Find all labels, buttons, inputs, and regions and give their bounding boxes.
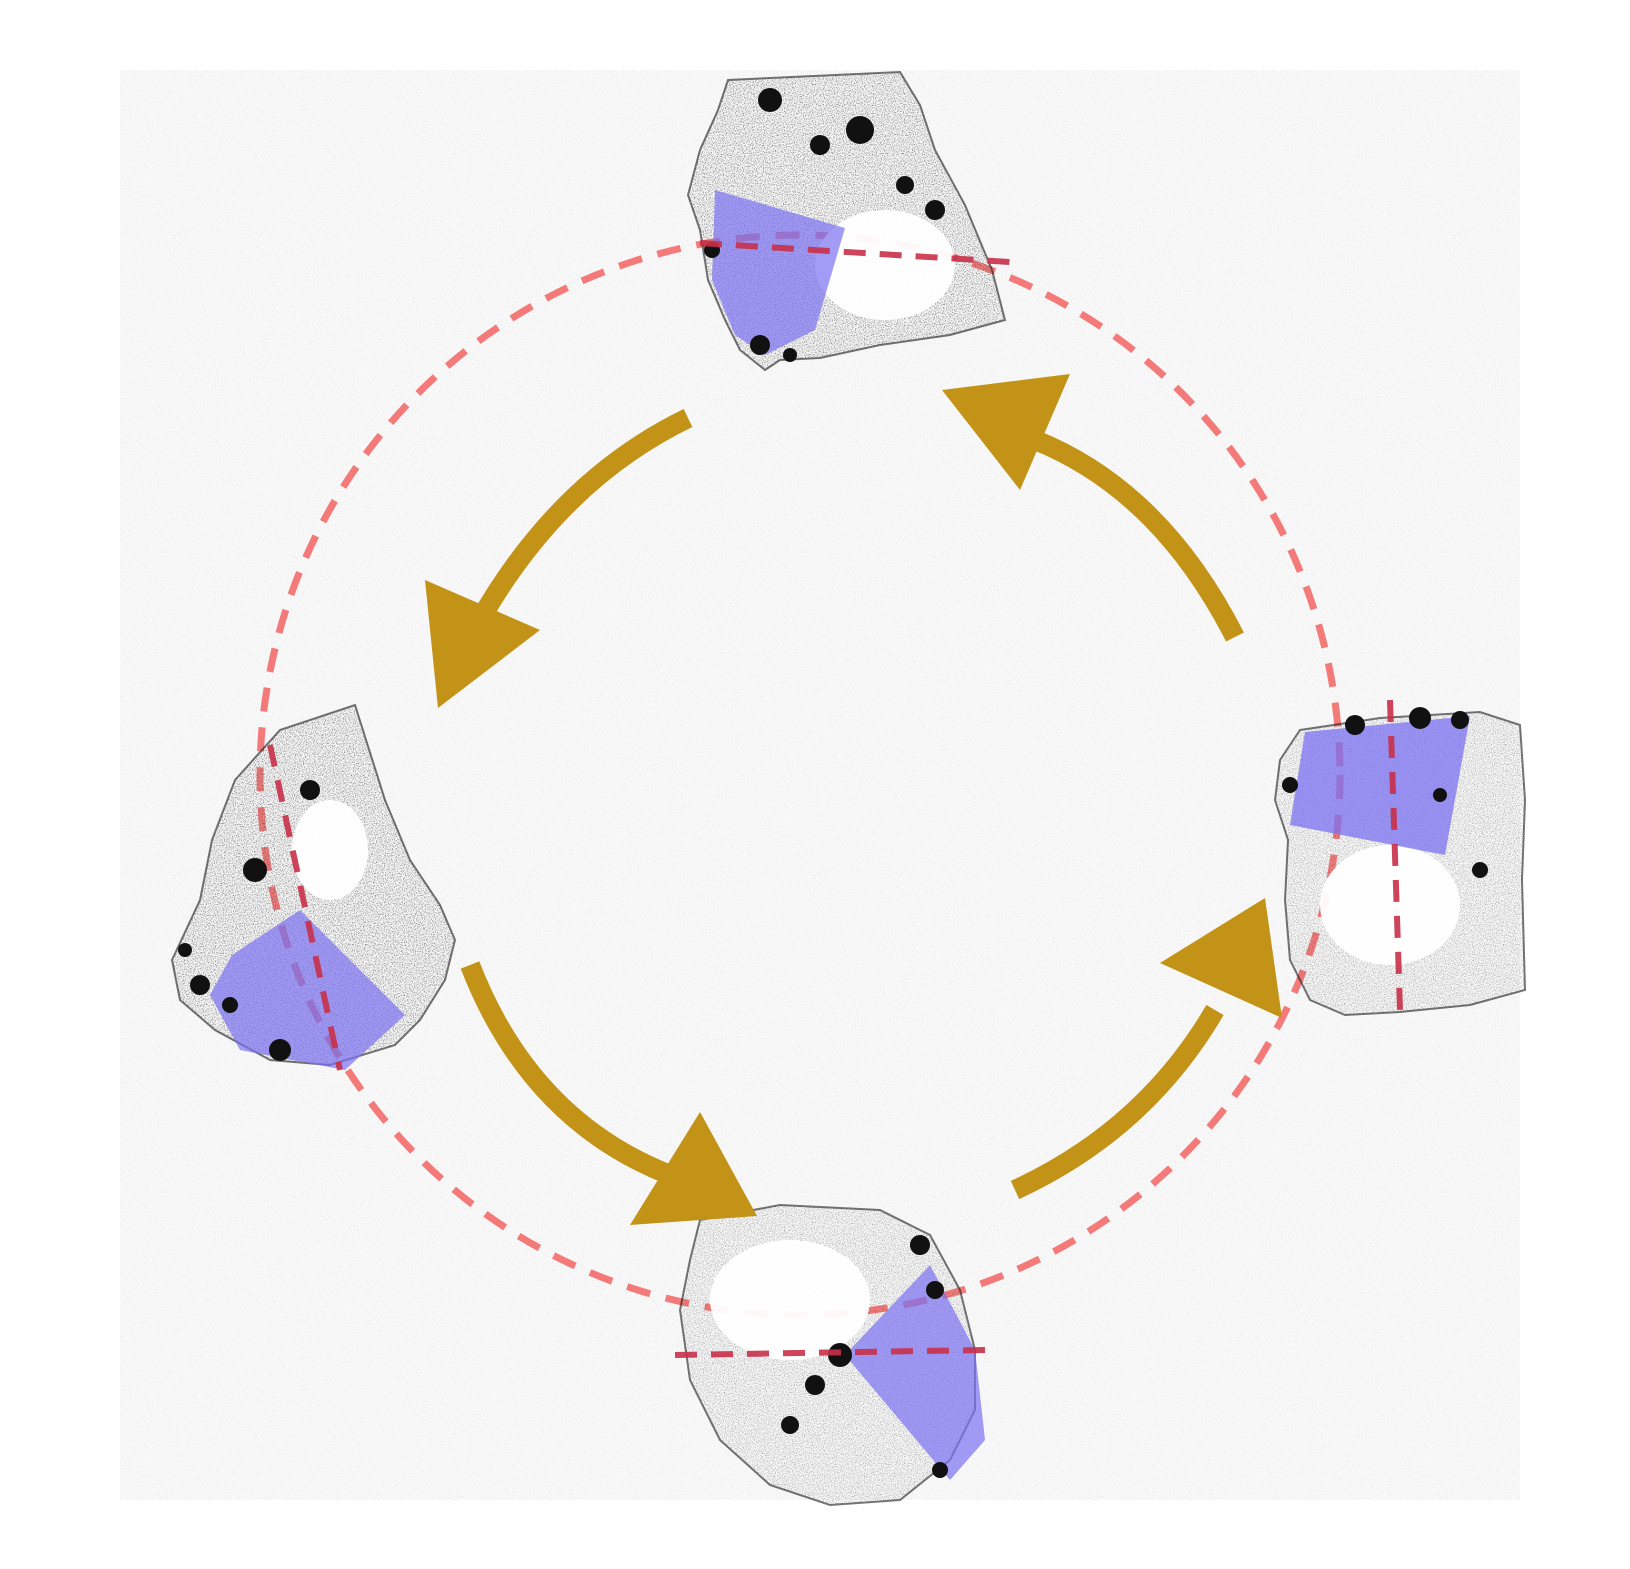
cell-top-sector — [712, 190, 845, 355]
cell-right-nucleus — [1320, 845, 1460, 965]
cell-left-sector — [210, 910, 405, 1070]
cell-bottom — [674, 1203, 986, 1507]
cell-bottom-outline — [678, 1203, 976, 1507]
cell-left-axis — [267, 744, 343, 1071]
arrow-bottom-to-right-shaft — [1010, 1004, 1224, 1200]
arrow-bottom-to-right-head — [1160, 898, 1282, 1018]
arrow-left-to-bottom-head — [630, 1112, 757, 1225]
cell-left-outline — [170, 703, 457, 1067]
cell-right-blebs — [1282, 707, 1488, 878]
arrow-top-to-left-head — [425, 580, 540, 708]
arrow-top-to-left-shaft — [471, 409, 693, 625]
cell-bottom-nucleus — [710, 1240, 870, 1360]
cell-top-nucleus — [815, 210, 955, 320]
cell-top-axis — [699, 240, 1011, 265]
cell-right-outline — [1273, 710, 1527, 1017]
arrow-right-to-top-head — [942, 374, 1070, 490]
cell-top-blebs — [704, 88, 945, 362]
cell-top-outline — [686, 70, 1007, 372]
cell-right-axis — [1387, 699, 1403, 1011]
cycle-arrows — [460, 409, 1244, 1200]
cell-left-nucleus — [292, 800, 368, 900]
cell-right-sector — [1290, 716, 1470, 855]
cell-right — [1273, 699, 1527, 1017]
cell-left-blebs — [178, 780, 320, 1061]
cell-bottom-axis — [674, 1347, 986, 1358]
cycle-arrowheads — [425, 374, 1282, 1225]
cell-left — [170, 703, 457, 1071]
cell-top — [686, 70, 1011, 372]
cell-bottom-sector — [845, 1265, 985, 1480]
arrow-right-to-top-shaft — [1031, 430, 1244, 642]
arrow-left-to-bottom-shaft — [460, 961, 674, 1185]
